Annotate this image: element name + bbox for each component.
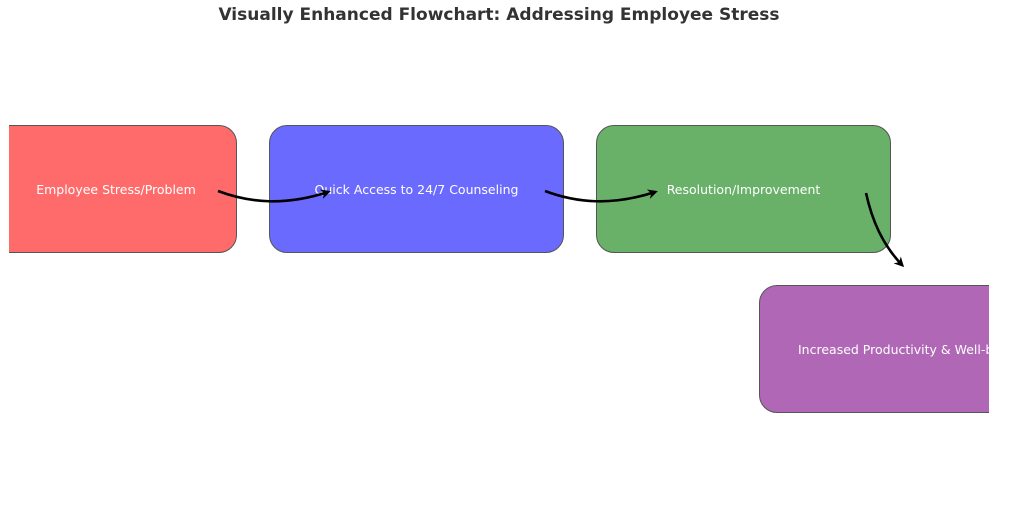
node-increased-productivity: Increased Productivity & Well-being — [759, 285, 989, 413]
node-employee-stress-label: Employee Stress/Problem — [36, 181, 196, 197]
node-4-clip: Increased Productivity & Well-being — [755, 280, 989, 420]
diagram-title: Visually Enhanced Flowchart: Addressing … — [218, 5, 780, 25]
node-resolution-improvement-label: Resolution/Improvement — [666, 181, 821, 197]
node-quick-access-counseling: Quick Access to 24/7 Counseling — [269, 125, 564, 253]
node-quick-access-counseling-label: Quick Access to 24/7 Counseling — [314, 181, 519, 197]
node-increased-productivity-label: Increased Productivity & Well-being — [798, 341, 989, 357]
edge-arrow-1-2 — [217, 189, 331, 203]
node-resolution-improvement: Resolution/Improvement — [596, 125, 891, 253]
edge-arrow-3-4 — [864, 192, 905, 268]
edge-arrow-2-3 — [544, 189, 658, 203]
node-1-clip: Employee Stress/Problem — [9, 120, 249, 260]
node-employee-stress: Employee Stress/Problem — [9, 125, 237, 253]
